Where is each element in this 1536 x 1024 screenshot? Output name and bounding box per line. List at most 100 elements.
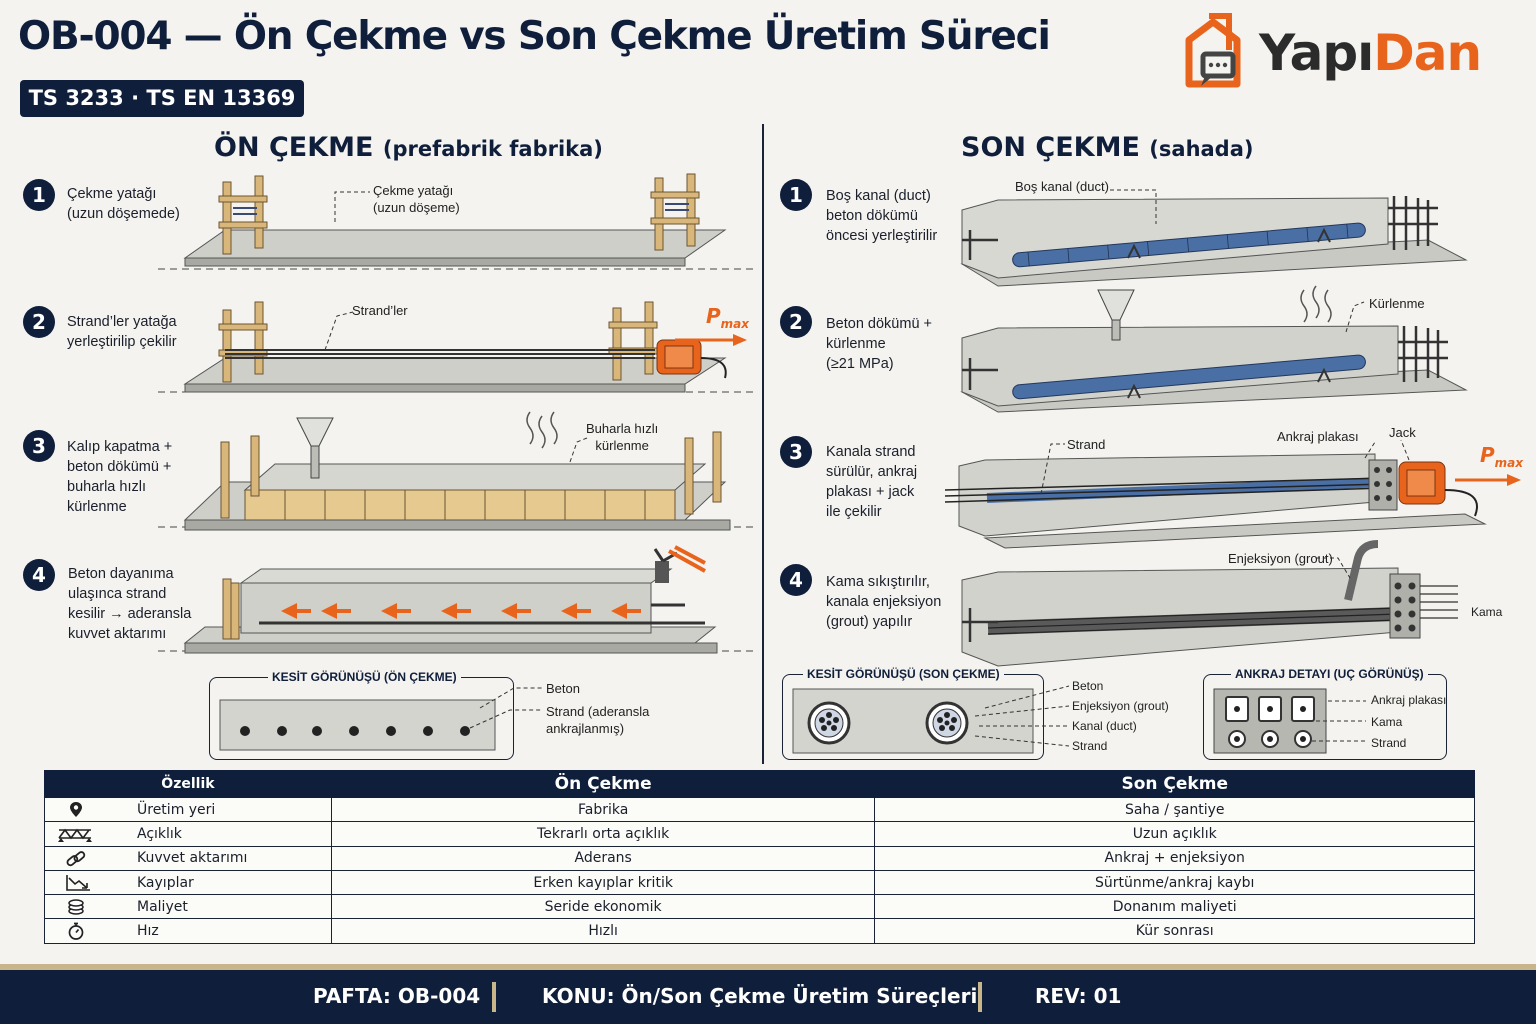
- post-wedge-label: Kama: [1471, 605, 1503, 619]
- pre-steam-label: Buharla hızlı kürlenme: [586, 421, 659, 453]
- pre-step-1-bed-illustration: [183, 173, 727, 267]
- feature-cell: Açıklık: [44, 821, 332, 847]
- post-step-2-text: Beton dökümü + kürlenme (≥21 MPa): [826, 316, 933, 372]
- feature-text: Kuvvet aktarımı: [137, 850, 248, 867]
- post-step-2-number: 2: [780, 306, 812, 338]
- pre-section-view-box: [209, 677, 514, 760]
- anchor-detail-illustration: [1213, 688, 1366, 754]
- post-tension-heading-sub: (sahada): [1149, 137, 1254, 161]
- post-tension-heading-main: SON ÇEKME: [961, 132, 1140, 163]
- pre-pmax-subscript: max: [720, 317, 750, 331]
- pre-pmax-symbol: P: [706, 304, 721, 328]
- pre-tension-heading: ÖN ÇEKME (prefabrik fabrika): [214, 132, 603, 163]
- pre-step-2-strands-illustration: [183, 301, 747, 393]
- pre-section-leaders: [469, 687, 542, 729]
- feature-cell: Hız: [44, 918, 332, 944]
- post-step-1-number: 1: [780, 179, 812, 211]
- footer-separator: [978, 982, 982, 1012]
- footer-bar: PAFTA: OB-004 KONU: Ön/Son Çekme Üretim …: [0, 964, 1536, 1024]
- post-tension-heading: SON ÇEKME (sahada): [961, 132, 1254, 163]
- anchor-detail-box: [1203, 674, 1447, 760]
- post-curing-label: Kürlenme: [1369, 296, 1425, 311]
- pre-value-cell: Tekrarlı orta açıklık: [330, 821, 876, 847]
- post-grout-label: Enjeksiyon (grout): [1228, 551, 1333, 566]
- pre-step-4-release-illustration: [183, 545, 718, 654]
- feature-text: Hız: [137, 923, 159, 940]
- pre-bed-label: Çekme yatağı (uzun döşeme): [373, 183, 460, 215]
- post-duct-label: Boş kanal (duct): [1015, 179, 1109, 194]
- stopwatch-icon: [68, 923, 84, 941]
- pre-value-cell: Seride ekonomik: [330, 894, 876, 920]
- feature-text: Maliyet: [137, 898, 188, 915]
- anchor-detail-title: ANKRAJ DETAYI (UÇ GÖRÜNÜŞ): [1231, 667, 1428, 681]
- post-pmax-label: Pmax: [1480, 443, 1523, 470]
- pre-step-3-casting-illustration: [183, 411, 731, 531]
- anchor-wedge-label: Kama: [1371, 715, 1403, 729]
- table-row: Açıklık Tekrarlı orta açıklık Uzun açıkl…: [44, 821, 1475, 847]
- pre-tension-heading-sub: (prefabrik fabrika): [382, 137, 603, 161]
- post-step-4-number: 4: [780, 564, 812, 596]
- post-value-cell: Ankraj + enjeksiyon: [874, 845, 1475, 871]
- table-row: Üretim yeri Fabrika Saha / şantiye: [44, 796, 1475, 823]
- post-jack-label: Jack: [1389, 425, 1416, 440]
- trend-down-icon: [66, 874, 90, 891]
- pre-step-4-text: Beton dayanıma ulaşınca strand kesilir →…: [68, 566, 192, 642]
- feature-text: Üretim yeri: [137, 801, 216, 818]
- post-step-3-number: 3: [780, 436, 812, 468]
- pre-tension-heading-main: ÖN ÇEKME: [214, 132, 374, 163]
- pre-section-concrete-label: Beton: [546, 681, 580, 696]
- header-pre-tension: Ön Çekme: [330, 770, 876, 798]
- feature-text: Kayıplar: [137, 874, 194, 891]
- pre-step-3-text: Kalıp kapatma + beton dökümü + buharla h…: [67, 439, 173, 515]
- feature-text: Açıklık: [137, 825, 182, 842]
- brand-name-part1: Yapı: [1259, 24, 1374, 82]
- post-step-4-grouting-illustration: [961, 540, 1458, 667]
- span-truss-icon: [58, 828, 92, 843]
- pre-value-cell: Hızlı: [330, 918, 876, 944]
- standard-badge: TS 3233 · TS EN 13369: [20, 80, 304, 117]
- anchor-strand-label: Strand: [1371, 736, 1407, 750]
- post-section-leaders: [974, 685, 1070, 747]
- post-section-grout-label: Enjeksiyon (grout): [1072, 699, 1169, 713]
- post-section-duct-label: Kanal (duct): [1072, 719, 1137, 733]
- footer-separator: [492, 982, 496, 1012]
- post-section-view-box: [782, 674, 1044, 760]
- pre-section-strand-label: Strand (aderansla ankrajlanmış): [546, 704, 650, 736]
- location-pin-icon: [70, 802, 82, 817]
- feature-cell: Maliyet: [44, 894, 332, 920]
- post-section-strand-label: Strand: [1072, 739, 1108, 753]
- post-section-illustration: [792, 688, 1034, 754]
- pre-value-cell: Aderans: [330, 845, 876, 871]
- post-strand-label: Strand: [1067, 437, 1106, 452]
- header-feature: Özellik: [44, 770, 332, 798]
- post-step-2-casting-illustration: [960, 285, 1468, 413]
- table-row: Kuvvet aktarımı Aderans Ankraj + enjeksi…: [44, 845, 1475, 871]
- post-step-1-duct-illustration: [960, 189, 1468, 287]
- post-value-cell: Saha / şantiye: [874, 796, 1475, 823]
- post-section-concrete-label: Beton: [1072, 679, 1104, 693]
- header-post-tension: Son Çekme: [874, 770, 1475, 798]
- chain-link-icon: [66, 850, 86, 866]
- pre-step-1-text: Çekme yatağı (uzun döşemede): [67, 186, 180, 222]
- post-pmax-symbol: P: [1480, 443, 1495, 467]
- pre-step-2-number: 2: [23, 306, 55, 338]
- post-section-title: KESİT GÖRÜNÜŞÜ (SON ÇEKME): [803, 667, 1004, 681]
- footer-sheet: PAFTA: OB-004: [313, 984, 481, 1008]
- pre-strands-label: Strand’ler: [352, 303, 408, 318]
- post-value-cell: Donanım maliyeti: [874, 894, 1475, 920]
- table-row: Hız Hızlı Kür sonrası: [44, 918, 1475, 944]
- table-row: Maliyet Seride ekonomik Donanım maliyeti: [44, 894, 1475, 920]
- table-header-row: Özellik Ön Çekme Son Çekme: [44, 770, 1475, 798]
- pre-section-illustration: [219, 699, 496, 751]
- post-pmax-subscript: max: [1494, 456, 1524, 470]
- post-step-4-text: Kama sıkıştırılır, kanala enjeksiyon (gr…: [826, 574, 942, 630]
- feature-cell: Kuvvet aktarımı: [44, 845, 332, 871]
- pre-pmax-label: Pmax: [706, 304, 749, 331]
- brand-logo: YapıDan: [1183, 10, 1513, 94]
- pre-step-2-text: Strand’ler yatağa yerleştirilip çekilir: [67, 314, 177, 350]
- post-value-cell: Kür sonrası: [874, 918, 1475, 944]
- post-step-3-stressing-illustration: [944, 439, 1521, 549]
- table-row: Kayıplar Erken kayıplar kritik Sürtünme/…: [44, 869, 1475, 896]
- pre-value-cell: Fabrika: [330, 796, 876, 823]
- pre-step-4-number: 4: [23, 559, 55, 591]
